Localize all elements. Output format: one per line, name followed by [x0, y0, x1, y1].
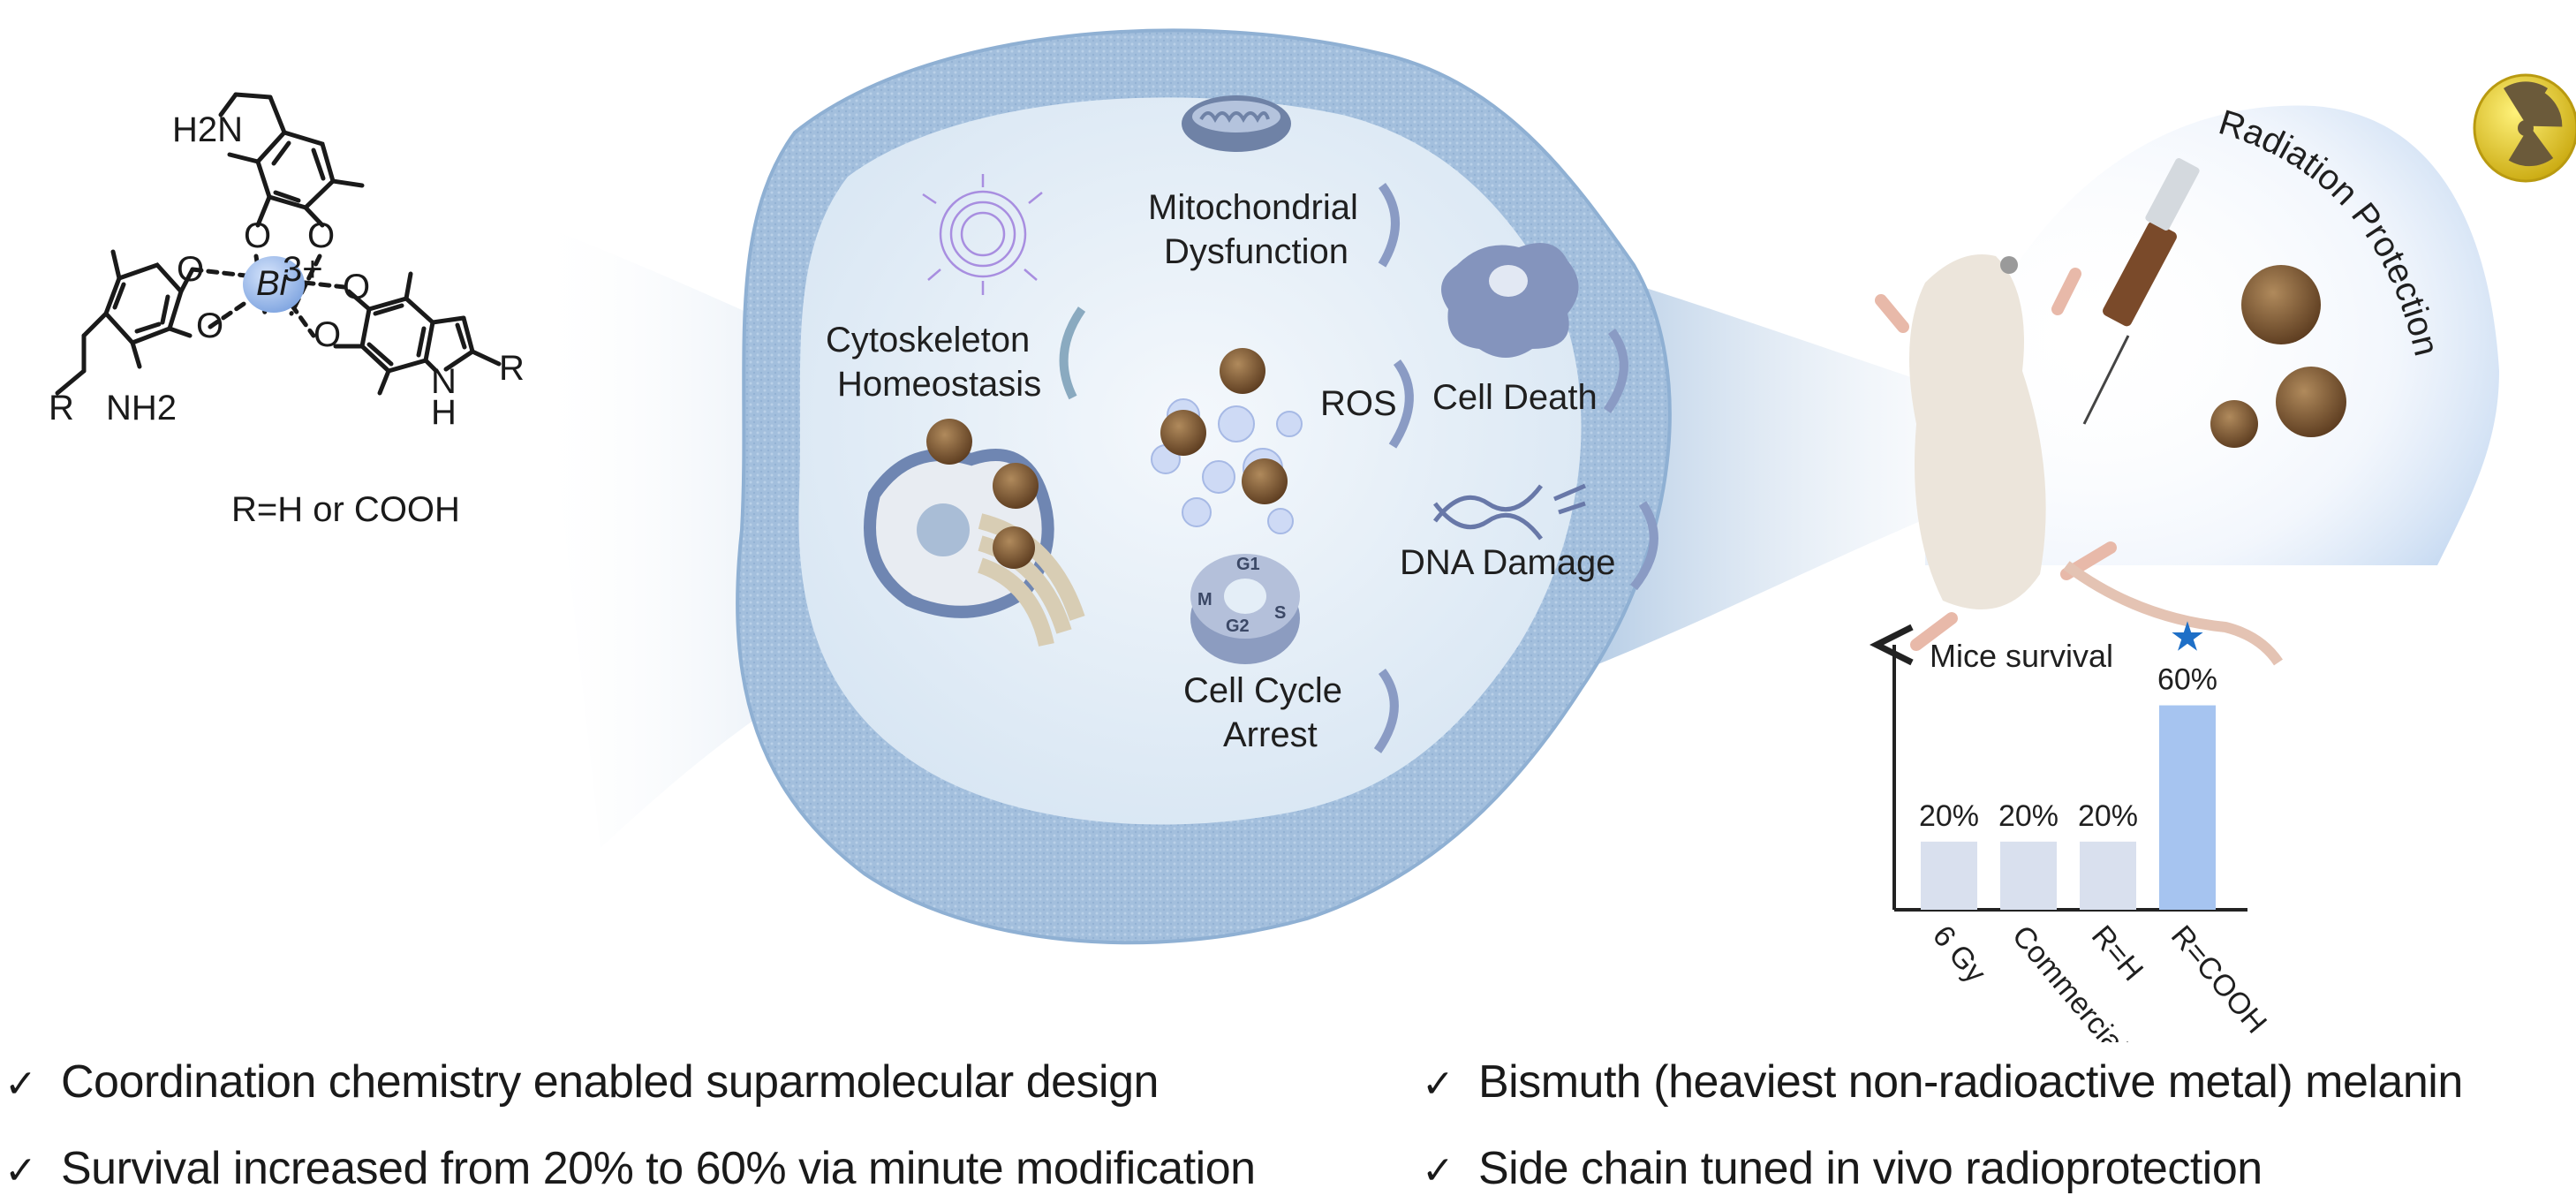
r-label-top: R [221, 79, 246, 87]
nucleus-organelle-icon [864, 419, 1085, 647]
bullet-item: ✓ Side chain tuned in vivo radioprotectio… [1422, 1142, 2262, 1195]
bar-value-label: 60% [2157, 663, 2217, 697]
label-dna-damage: DNA Damage [1400, 543, 1616, 582]
cell-cytoplasm [798, 97, 1582, 825]
right-beam [1572, 265, 2084, 671]
cytoskeleton-icon [922, 174, 1043, 295]
category-label: R=H [2085, 919, 2149, 987]
phase-g2: G2 [1226, 617, 1250, 636]
label-mitochondrial-2: Dysfunction [1164, 232, 1348, 271]
chart-title: Mice survival [1930, 638, 2113, 674]
bullet-text: Bismuth (heaviest non-radioactive metal)… [1478, 1056, 2463, 1108]
nanoparticle-icon [1160, 348, 1288, 504]
amine-bottom-label: NH2 [106, 389, 177, 427]
amine-top-label: H2N [172, 110, 243, 149]
flow-arrow-icon [1630, 501, 1658, 591]
label-cell-cycle-1: Cell Cycle [1183, 671, 1342, 710]
bar-r-cooh [2159, 705, 2216, 910]
mouse-illustration [1875, 254, 2283, 666]
substituent-caption: R=H or COOH [231, 490, 460, 529]
bullet-item: ✓ Bismuth (heaviest non-radioactive metal… [1422, 1055, 2463, 1108]
category-label: R=COOH [2164, 919, 2273, 1040]
indole-h-label: H [431, 393, 457, 432]
cell-cycle-ring-icon [1190, 554, 1300, 664]
bullet-item: ✓ Survival increased from 20% to 60% via … [4, 1142, 1256, 1195]
radiation-hazard-icon [2473, 73, 2576, 183]
bullet-item: ✓ Coordination chemistry enabled suparmol… [4, 1055, 1159, 1108]
bar-commercial-drug [2000, 841, 2057, 910]
label-cytoskeleton-2: Homeostasis [837, 365, 1041, 404]
oxygen-label: O [307, 216, 335, 255]
bismuth-charge: 3+ [283, 250, 323, 289]
bar-value-label: 20% [1919, 799, 1979, 833]
flow-arrow-icon [1373, 669, 1399, 753]
flow-arrow-icon [1388, 359, 1414, 449]
label-mitochondrial-1: Mitochondrial [1148, 188, 1358, 227]
indole-n-label: N [431, 362, 457, 401]
dna-helix-icon [1433, 483, 1586, 541]
flow-arrow-icon [1059, 306, 1086, 400]
r-label-right: R [499, 349, 525, 388]
bismuth-ion-sphere [243, 256, 305, 313]
bullet-text: Survival increased from 20% to 60% via m… [61, 1143, 1256, 1194]
check-icon: ✓ [4, 1149, 37, 1192]
bar-r-h [2080, 841, 2136, 910]
bullet-text: Side chain tuned in vivo radioprotection [1478, 1143, 2262, 1194]
flow-arrow-icon [1603, 329, 1628, 413]
bullet-text: Coordination chemistry enabled suparmole… [61, 1056, 1159, 1108]
bar-value-label: 20% [2078, 799, 2138, 833]
nanoparticle-icon [2210, 265, 2346, 448]
mouse-dome [1925, 105, 2499, 565]
phase-s: S [1274, 603, 1286, 623]
label-ros: ROS [1320, 384, 1397, 423]
label-cell-cycle-2: Arrest [1223, 715, 1318, 754]
phase-g1: G1 [1236, 555, 1260, 574]
check-icon: ✓ [1422, 1149, 1454, 1192]
mitochondrion-icon [1182, 95, 1291, 152]
bismuth-label: Bi [256, 264, 289, 303]
flow-arrow-icon [1378, 183, 1400, 268]
check-icon: ✓ [1422, 1063, 1454, 1106]
bar-6-gy [1921, 841, 1977, 910]
apoptotic-cell-icon [1441, 243, 1579, 358]
phase-m: M [1197, 590, 1212, 609]
r-label-left: R [49, 389, 74, 427]
oxygen-label: O [196, 306, 223, 345]
oxygen-label: O [244, 216, 271, 255]
label-cell-death: Cell Death [1432, 378, 1598, 417]
bismuth-melanin-structure: Bi 3+ R H2N O O O O O O R NH2 N H R R=H … [49, 79, 525, 529]
oxygen-label: O [177, 250, 204, 289]
oxygen-label: O [314, 315, 341, 354]
label-cytoskeleton-1: Cytoskeleton [826, 321, 1030, 359]
category-label: 6 Gy [1926, 919, 1992, 989]
oxygen-label: O [343, 268, 370, 306]
check-icon: ✓ [4, 1063, 37, 1106]
bar-value-label: 20% [1998, 799, 2059, 833]
star-icon: ★ [2169, 618, 2205, 660]
syringe-icon [2082, 158, 2200, 425]
